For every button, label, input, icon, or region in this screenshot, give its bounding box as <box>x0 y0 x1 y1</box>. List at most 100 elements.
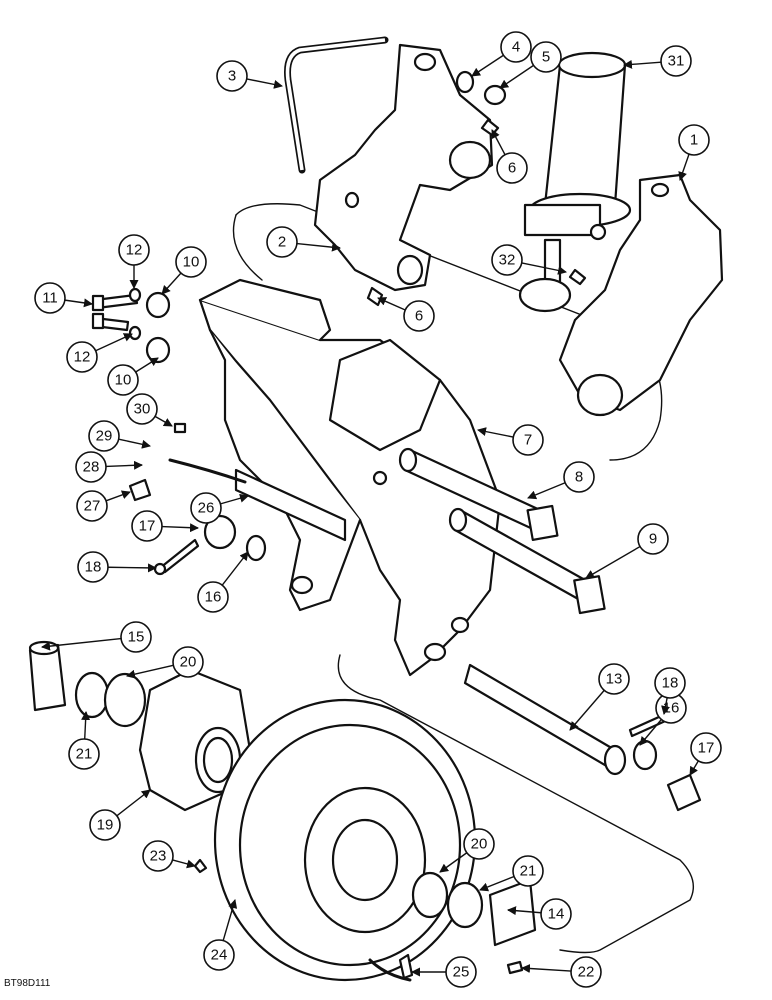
callout-1: 1 <box>678 124 710 181</box>
callout-circle-19 <box>89 809 121 841</box>
callout-circle-26 <box>190 492 222 524</box>
callout-leader-11 <box>64 298 93 308</box>
callout-circle-8 <box>563 461 595 493</box>
callout-10: 10 <box>107 357 159 396</box>
callout-label-26: 26 <box>198 500 215 517</box>
callout-circle-21 <box>68 738 100 770</box>
right-arm-bracket <box>558 173 724 417</box>
wheel <box>213 698 477 982</box>
callout-leader-21 <box>81 711 91 740</box>
callout-leader-21 <box>479 875 515 892</box>
callout-label-32: 32 <box>499 252 516 269</box>
callout-30: 30 <box>126 393 173 427</box>
callout-circle-6 <box>496 152 528 184</box>
callout-20: 20 <box>126 646 204 679</box>
callout-circle-18 <box>654 667 686 699</box>
callout-label-4: 4 <box>512 39 520 56</box>
callout-label-27: 27 <box>84 498 101 515</box>
callout-leader-6 <box>491 129 506 156</box>
callout-leader-17 <box>161 523 199 533</box>
small-hardware <box>91 287 267 576</box>
callout-leader-8 <box>527 482 566 500</box>
callout-11: 11 <box>34 282 93 314</box>
callout-leader-16 <box>639 719 662 746</box>
callout-label-28: 28 <box>83 459 100 476</box>
callout-leader-14 <box>507 906 542 916</box>
callout-3: 3 <box>216 60 283 92</box>
callout-29: 29 <box>88 420 151 452</box>
callout-circle-21 <box>512 855 544 887</box>
callout-26: 26 <box>190 492 249 524</box>
callout-leader-23 <box>172 859 196 869</box>
callout-9: 9 <box>585 523 669 579</box>
callout-leader-31 <box>623 59 662 69</box>
callout-circle-23 <box>142 840 174 872</box>
callout-7: 7 <box>477 424 544 456</box>
callout-circle-18 <box>77 551 109 583</box>
upper-arm-bracket <box>313 43 494 292</box>
callout-label-13: 13 <box>606 671 623 688</box>
callout-circle-11 <box>34 282 66 314</box>
callout-leader-13 <box>569 689 605 731</box>
callout-circle-9 <box>637 523 669 555</box>
callout-32: 32 <box>491 244 567 276</box>
callout-label-12: 12 <box>74 349 91 366</box>
pin-8 <box>398 447 559 541</box>
callout-15: 15 <box>41 621 152 653</box>
callout-leader-15 <box>41 637 122 651</box>
callout-label-15: 15 <box>128 629 145 646</box>
callout-leader-18 <box>661 697 670 715</box>
callout-18: 18 <box>77 551 157 583</box>
callout-4: 4 <box>471 31 532 77</box>
callout-circle-7 <box>512 424 544 456</box>
callout-circle-16 <box>197 581 229 613</box>
callout-layer: 1234566789101011121213141516161717181819… <box>34 31 722 988</box>
callout-circle-31 <box>660 45 692 77</box>
callout-circle-24 <box>203 939 235 971</box>
callout-leader-5 <box>499 64 534 89</box>
callout-2: 2 <box>266 226 341 258</box>
callout-leader-19 <box>116 789 151 817</box>
drawing-code: BT98D111 <box>4 978 51 989</box>
callout-leader-17 <box>689 760 699 776</box>
callout-leader-1 <box>678 153 690 181</box>
callout-leader-22 <box>521 964 572 973</box>
callout-leader-27 <box>105 490 131 502</box>
callout-label-30: 30 <box>134 401 151 418</box>
callout-17: 17 <box>689 732 722 776</box>
callout-label-6: 6 <box>508 160 516 177</box>
callout-label-5: 5 <box>542 49 550 66</box>
callout-leader-10 <box>135 357 159 373</box>
callout-circle-29 <box>88 420 120 452</box>
callout-23: 23 <box>142 840 196 872</box>
callout-leader-9 <box>585 545 641 579</box>
callout-circle-13 <box>598 663 630 695</box>
callout-circle-2 <box>266 226 298 258</box>
callout-label-29: 29 <box>96 428 113 445</box>
callout-leader-20 <box>126 664 174 679</box>
callout-circle-12 <box>66 341 98 373</box>
callout-12: 12 <box>118 234 150 289</box>
callout-circle-5 <box>530 41 562 73</box>
callout-label-16: 16 <box>205 589 222 606</box>
callout-10: 10 <box>161 246 207 295</box>
cylinder <box>518 51 632 313</box>
callout-28: 28 <box>75 451 143 483</box>
callout-label-11: 11 <box>42 290 58 307</box>
callout-label-10: 10 <box>183 254 200 271</box>
callout-6: 6 <box>491 129 528 184</box>
callout-label-10: 10 <box>115 372 132 389</box>
callout-circle-10 <box>107 364 139 396</box>
callout-label-20: 20 <box>180 654 197 671</box>
callout-13: 13 <box>569 663 630 731</box>
callout-20: 20 <box>439 828 495 873</box>
callout-label-21: 21 <box>76 746 93 763</box>
callout-leader-32 <box>521 262 567 275</box>
callout-leader-24 <box>222 899 238 941</box>
callout-leader-10 <box>161 272 182 295</box>
callout-5: 5 <box>499 41 562 89</box>
callout-circle-1 <box>678 124 710 156</box>
callout-6: 6 <box>377 297 435 332</box>
callout-14: 14 <box>507 898 572 930</box>
